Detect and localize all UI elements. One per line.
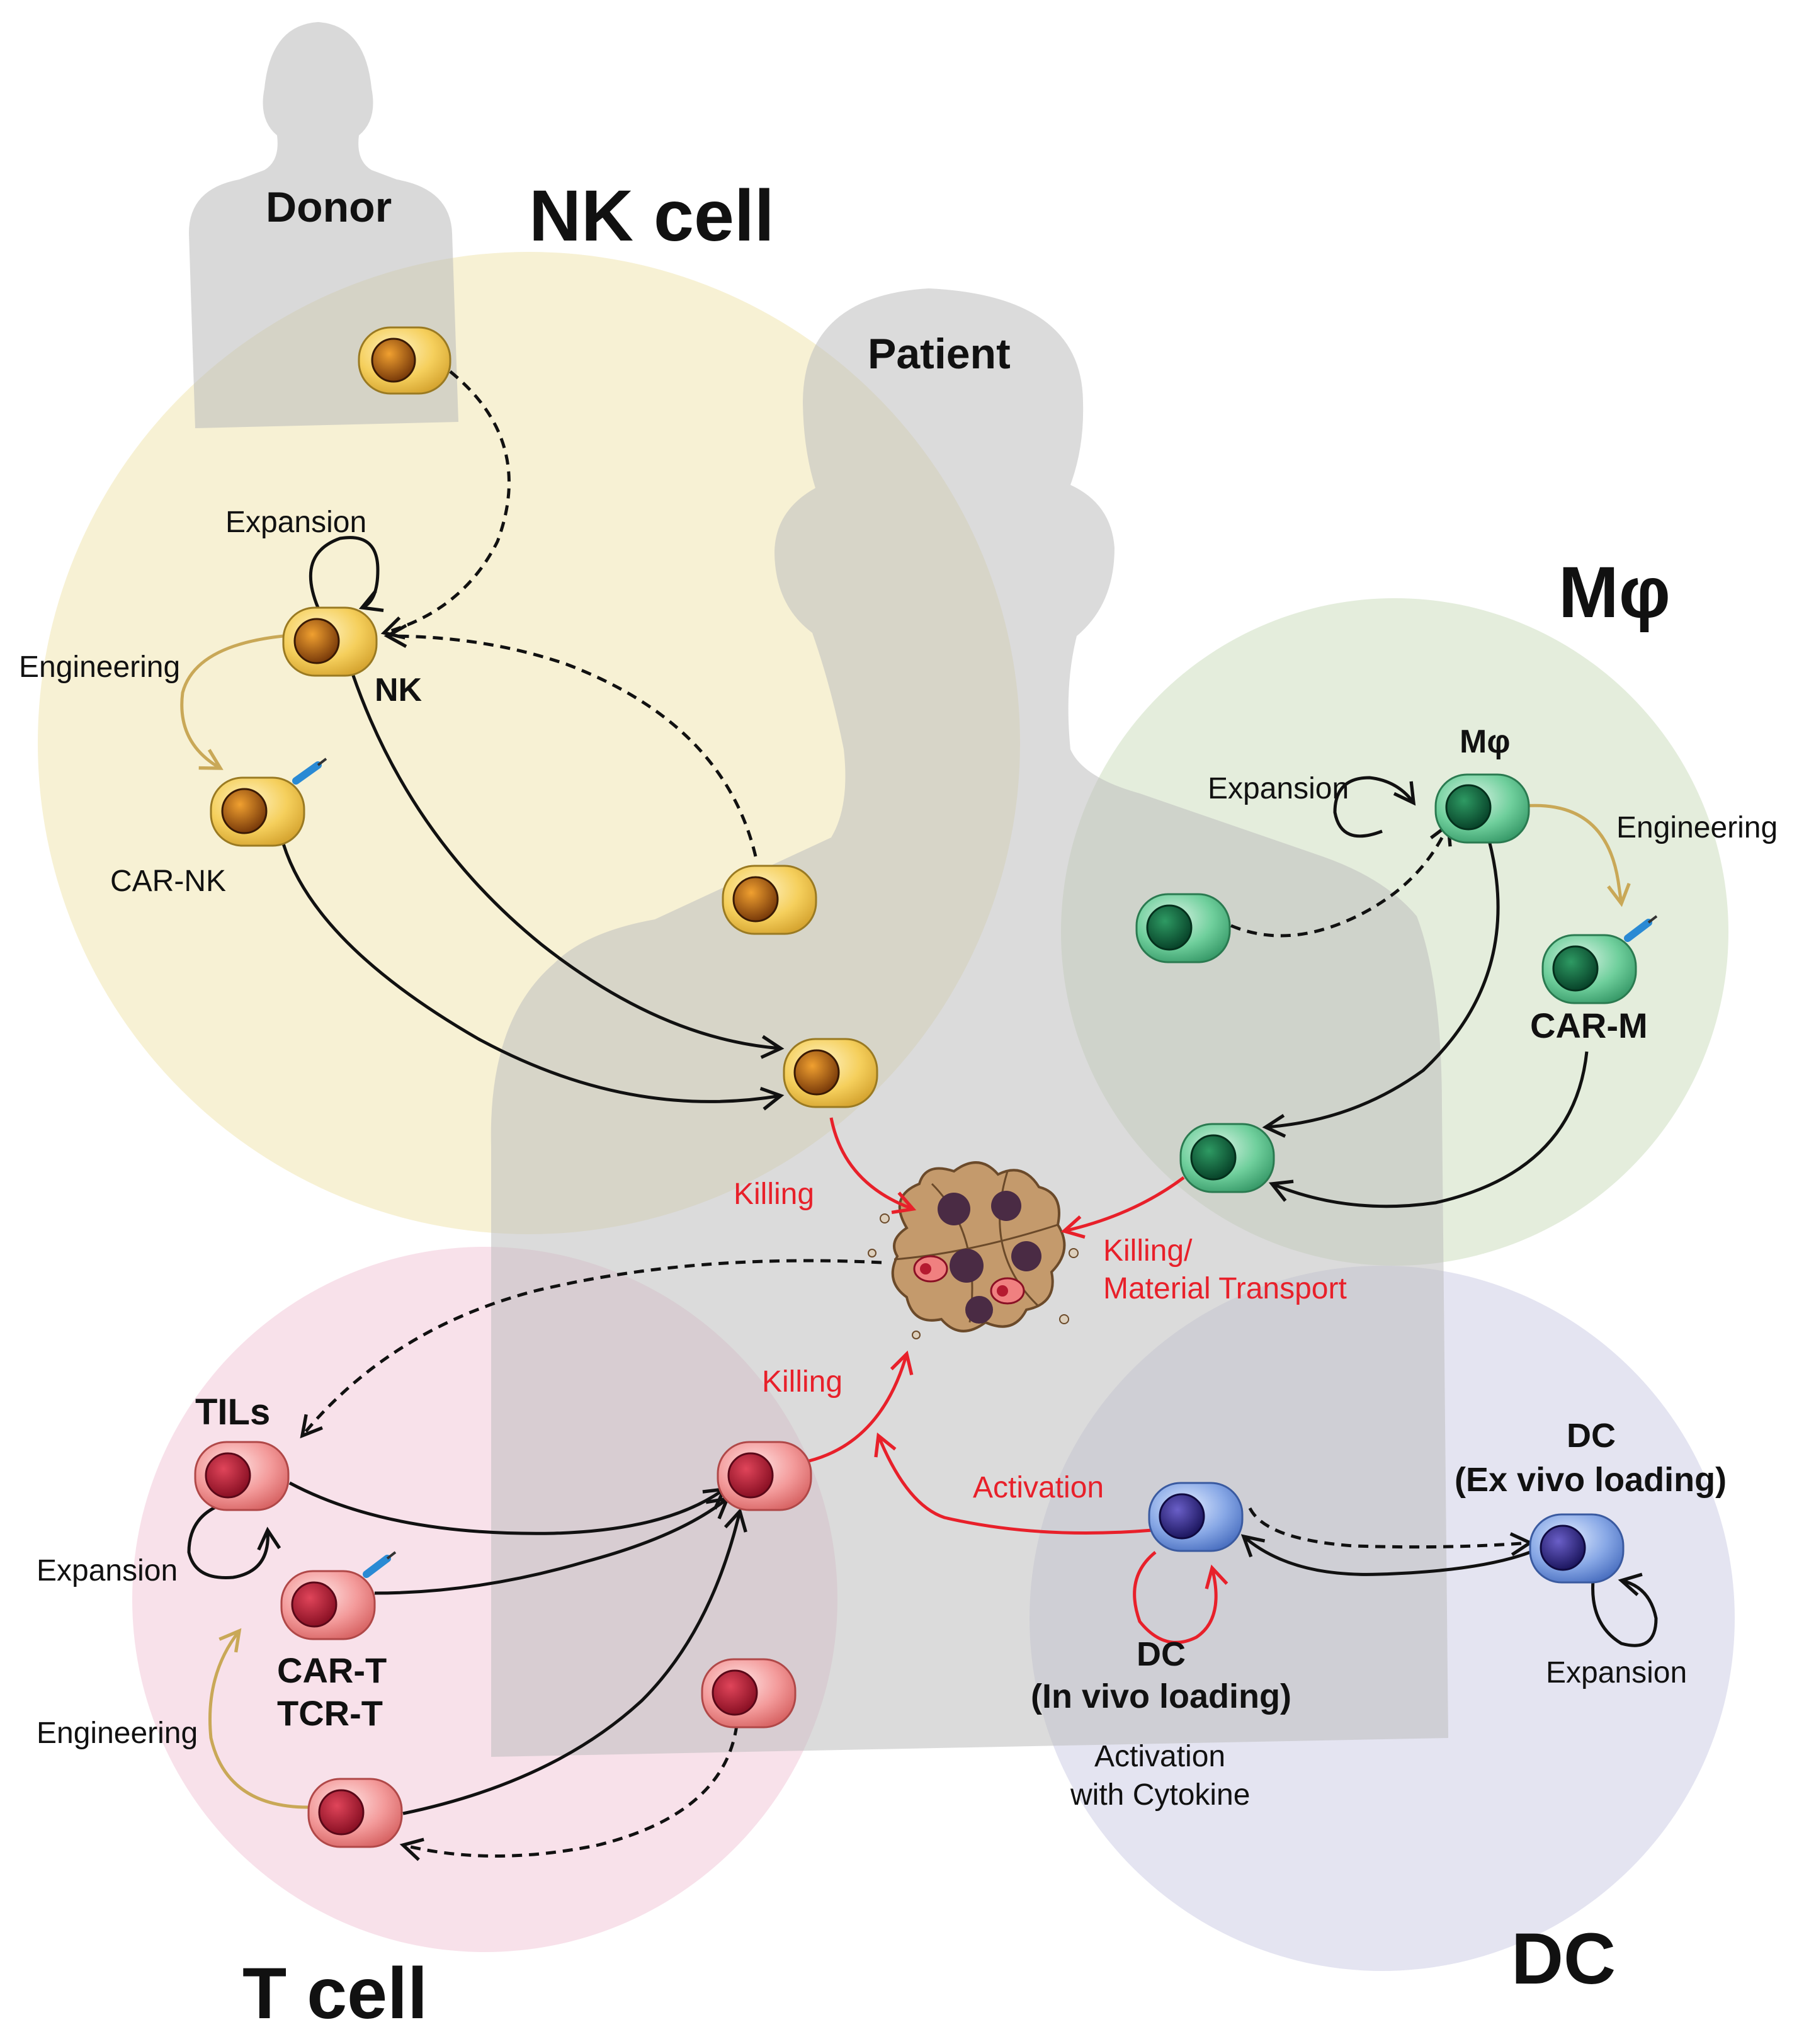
macrophage-cell-active bbox=[1179, 1123, 1275, 1193]
dc-ex-vivo-sub-label: (Ex vivo loading) bbox=[1455, 1461, 1727, 1499]
arrow-dc-cytokine-loop bbox=[1133, 1551, 1228, 1644]
patient-label: Patient bbox=[868, 330, 1011, 378]
arrow-tils-expansion-loop bbox=[187, 1503, 281, 1579]
macrophage-cell bbox=[1434, 773, 1530, 844]
tumor-cluster bbox=[868, 1161, 1079, 1339]
dc-activation-label: Activation bbox=[973, 1471, 1104, 1504]
arrow-dc-activation bbox=[874, 1432, 1153, 1535]
arrow-patient-macrophage-to-macrophage bbox=[1230, 821, 1452, 938]
car-nk-cell bbox=[210, 758, 327, 847]
arrow-macrophage-engineering bbox=[1523, 803, 1631, 907]
dc-title: DC bbox=[1511, 1919, 1616, 1999]
dc-cell-in-vivo bbox=[1148, 1482, 1244, 1552]
macrophage-label: Mφ bbox=[1460, 724, 1511, 760]
donor-label: Donor bbox=[266, 183, 392, 231]
syringe-icon bbox=[292, 761, 322, 785]
t-cell bbox=[307, 1778, 403, 1848]
car-t-cell bbox=[280, 1551, 397, 1640]
arrow-tils-to-t bbox=[288, 1481, 727, 1535]
t-killing-label: Killing bbox=[762, 1365, 842, 1399]
arrow-nk-to-patient bbox=[351, 673, 785, 1059]
arrow-dc-expansion-loop bbox=[1591, 1572, 1658, 1647]
arrow-t-to-active-t bbox=[402, 1507, 747, 1815]
tcell-title: T cell bbox=[242, 1953, 428, 2034]
arrow-cart-to-t bbox=[374, 1496, 730, 1595]
arrow-nk-expansion-loop bbox=[309, 536, 384, 612]
tils-expansion-label: Expansion bbox=[37, 1554, 178, 1587]
nk-cell bbox=[282, 606, 378, 677]
nk-expansion-label: Expansion bbox=[225, 506, 366, 539]
tils-cell bbox=[194, 1441, 290, 1511]
arrow-patient-t-to-t bbox=[399, 1725, 739, 1861]
arrow-nk-engineering bbox=[180, 634, 284, 770]
t-engineering-label: Engineering bbox=[37, 1717, 198, 1750]
tils-label: TILs bbox=[195, 1392, 270, 1433]
nk-label: NK bbox=[375, 672, 423, 708]
dc-expansion-label: Expansion bbox=[1546, 1656, 1687, 1689]
arrow-donor-to-nk bbox=[380, 370, 511, 640]
dc-in-vivo-sub-label: (In vivo loading) bbox=[1031, 1678, 1291, 1715]
dc-cell-ex-vivo bbox=[1529, 1513, 1625, 1584]
macrophage-cell-patient bbox=[1135, 893, 1231, 963]
arrow-carm-to-patient bbox=[1268, 1051, 1589, 1208]
nk-cell-active bbox=[783, 1038, 878, 1108]
material-transport-label: Material Transport bbox=[1103, 1272, 1347, 1305]
arrow-t-engineering bbox=[208, 1628, 309, 1809]
arrow-macrophage-killing bbox=[1060, 1176, 1185, 1239]
car-t-label: CAR-T bbox=[277, 1650, 387, 1690]
nk-engineering-label: Engineering bbox=[19, 650, 180, 684]
car-m-label: CAR-M bbox=[1530, 1006, 1648, 1045]
cytokine-activation-label: Activation bbox=[1094, 1740, 1225, 1773]
dc-in-vivo-label: DC bbox=[1137, 1635, 1186, 1673]
nk-cell-title: NK cell bbox=[529, 176, 774, 256]
nk-cell-patient bbox=[722, 865, 817, 935]
dc-ex-vivo-label: DC bbox=[1567, 1417, 1616, 1455]
t-cell-active bbox=[717, 1441, 812, 1511]
macrophage-title: Mφ bbox=[1558, 552, 1671, 633]
tcr-t-label: TCR-T bbox=[277, 1693, 383, 1733]
arrow-dc-exvivo-to-invivo bbox=[1240, 1534, 1531, 1576]
arrow-dc-invivo-to-exvivo bbox=[1248, 1507, 1534, 1557]
t-cell-patient bbox=[701, 1658, 797, 1729]
arrow-patient-nk-to-nk bbox=[383, 624, 757, 857]
arrow-carnk-to-patient bbox=[281, 843, 785, 1111]
patient-silhouette bbox=[491, 288, 1448, 1757]
cytokine-label: with Cytokine bbox=[1070, 1778, 1250, 1812]
arrow-macrophage-expansion-loop bbox=[1333, 776, 1416, 838]
arrow-t-killing bbox=[808, 1350, 914, 1463]
car-nk-label: CAR-NK bbox=[110, 865, 226, 898]
arrow-nk-killing bbox=[829, 1117, 917, 1215]
syringe-icon bbox=[1624, 919, 1652, 942]
nk-cell-donor bbox=[358, 326, 451, 395]
macrophage-killing-label: Killing/ bbox=[1103, 1234, 1193, 1268]
arrow-macrophage-to-patient bbox=[1262, 840, 1500, 1138]
arrow-tumor-to-tils bbox=[300, 1259, 882, 1439]
syringe-icon bbox=[363, 1555, 391, 1578]
macrophage-expansion-label: Expansion bbox=[1208, 772, 1349, 805]
nk-killing-label: Killing bbox=[734, 1178, 814, 1211]
car-m-cell bbox=[1541, 915, 1658, 1004]
macrophage-engineering-label: Engineering bbox=[1616, 811, 1778, 844]
